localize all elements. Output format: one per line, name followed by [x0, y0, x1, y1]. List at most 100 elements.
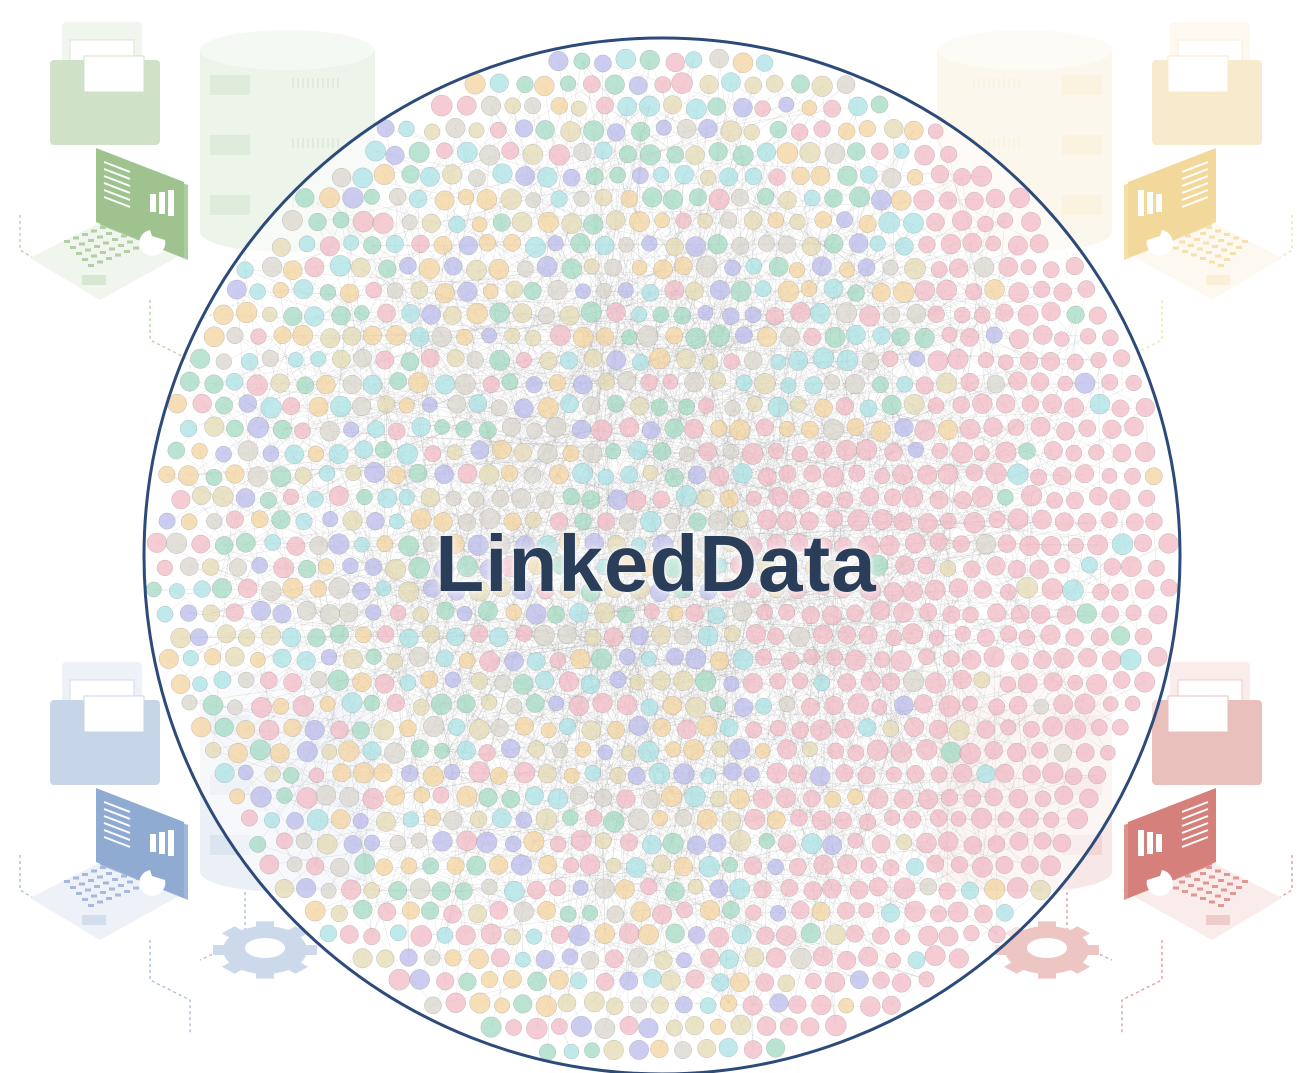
network-node: [799, 511, 819, 531]
network-node: [685, 145, 705, 165]
network-node: [860, 996, 881, 1017]
network-node: [583, 991, 605, 1013]
network-edge: [442, 245, 591, 865]
network-node: [1125, 513, 1144, 532]
network-node: [699, 582, 717, 601]
network-edge: [302, 335, 753, 684]
network-edge: [880, 198, 996, 936]
network-node: [466, 259, 487, 281]
network-node: [995, 441, 1017, 463]
network-node: [1054, 785, 1074, 805]
network-node: [948, 948, 969, 969]
network-node: [1040, 624, 1061, 645]
network-edge: [444, 150, 558, 888]
network-node: [292, 325, 314, 346]
network-node: [720, 120, 742, 142]
network-edge: [443, 474, 639, 820]
network-node: [594, 878, 615, 899]
network-node: [535, 995, 557, 1017]
network-node: [525, 693, 545, 713]
network-edge: [327, 243, 994, 705]
network-node: [683, 739, 705, 761]
network-node: [822, 835, 843, 856]
network-node: [766, 1038, 786, 1058]
network-node: [724, 400, 741, 417]
network-edge: [627, 704, 660, 774]
network-node: [1065, 257, 1084, 276]
network-edge: [489, 519, 1043, 662]
network-edge: [340, 406, 1062, 477]
network-edge: [752, 660, 791, 1006]
network-node: [606, 302, 626, 322]
network-edge: [524, 382, 1110, 727]
network-node: [504, 327, 521, 344]
network-node: [984, 787, 1003, 807]
network-node: [179, 371, 200, 392]
network-node: [927, 350, 949, 372]
network-node: [408, 141, 430, 163]
network-edge: [375, 151, 558, 661]
network-node: [731, 510, 749, 528]
network-node: [1090, 719, 1108, 736]
network-node: [319, 187, 340, 208]
network-edge: [521, 428, 1088, 590]
network-node: [678, 446, 695, 463]
network-node: [836, 491, 854, 509]
network-node: [1011, 652, 1029, 670]
network-node: [332, 763, 351, 783]
network-node: [904, 532, 926, 554]
network-edge: [246, 564, 560, 639]
network-node: [445, 118, 466, 138]
network-node: [526, 1017, 548, 1040]
network-node: [845, 924, 864, 943]
network-node: [757, 142, 776, 162]
network-edge: [245, 336, 1089, 730]
network-edge: [420, 177, 548, 245]
network-edge: [637, 174, 685, 683]
network-node: [906, 765, 925, 783]
network-node: [974, 257, 995, 278]
network-node: [568, 695, 590, 717]
network-edge: [464, 384, 674, 844]
network-node: [926, 854, 945, 873]
network-node: [146, 532, 167, 553]
network-node: [1100, 744, 1116, 761]
network-node: [353, 348, 372, 368]
network-node: [777, 834, 797, 853]
network-node: [573, 142, 592, 162]
network-node: [446, 856, 465, 875]
network-node: [847, 832, 864, 849]
network-node: [213, 671, 232, 689]
network-node: [870, 421, 891, 442]
network-node: [874, 468, 891, 484]
network-edge: [270, 105, 467, 454]
network-node: [549, 512, 568, 531]
network-node: [227, 699, 243, 716]
network-node: [641, 421, 660, 440]
network-node: [1029, 234, 1049, 254]
network-edge: [709, 544, 1123, 959]
network-edge: [1098, 360, 1145, 683]
network-node: [471, 216, 488, 233]
network-node: [743, 536, 763, 556]
network-node: [685, 969, 705, 989]
network-edge: [753, 519, 998, 731]
network-node: [338, 740, 360, 762]
network-node: [182, 650, 199, 667]
network-node: [918, 925, 939, 946]
network-node: [353, 762, 375, 784]
network-node: [625, 857, 647, 878]
network-node: [914, 280, 936, 301]
network-edge: [685, 242, 973, 360]
network-node: [959, 742, 981, 765]
network-node: [894, 417, 914, 437]
network-node: [639, 559, 657, 577]
network-node: [628, 947, 649, 968]
network-node: [246, 374, 268, 396]
network-node: [708, 927, 729, 948]
network-node: [548, 51, 569, 72]
network-node: [226, 326, 244, 345]
network-node: [755, 697, 773, 715]
network-node: [445, 992, 466, 1013]
network-edge: [433, 520, 859, 727]
